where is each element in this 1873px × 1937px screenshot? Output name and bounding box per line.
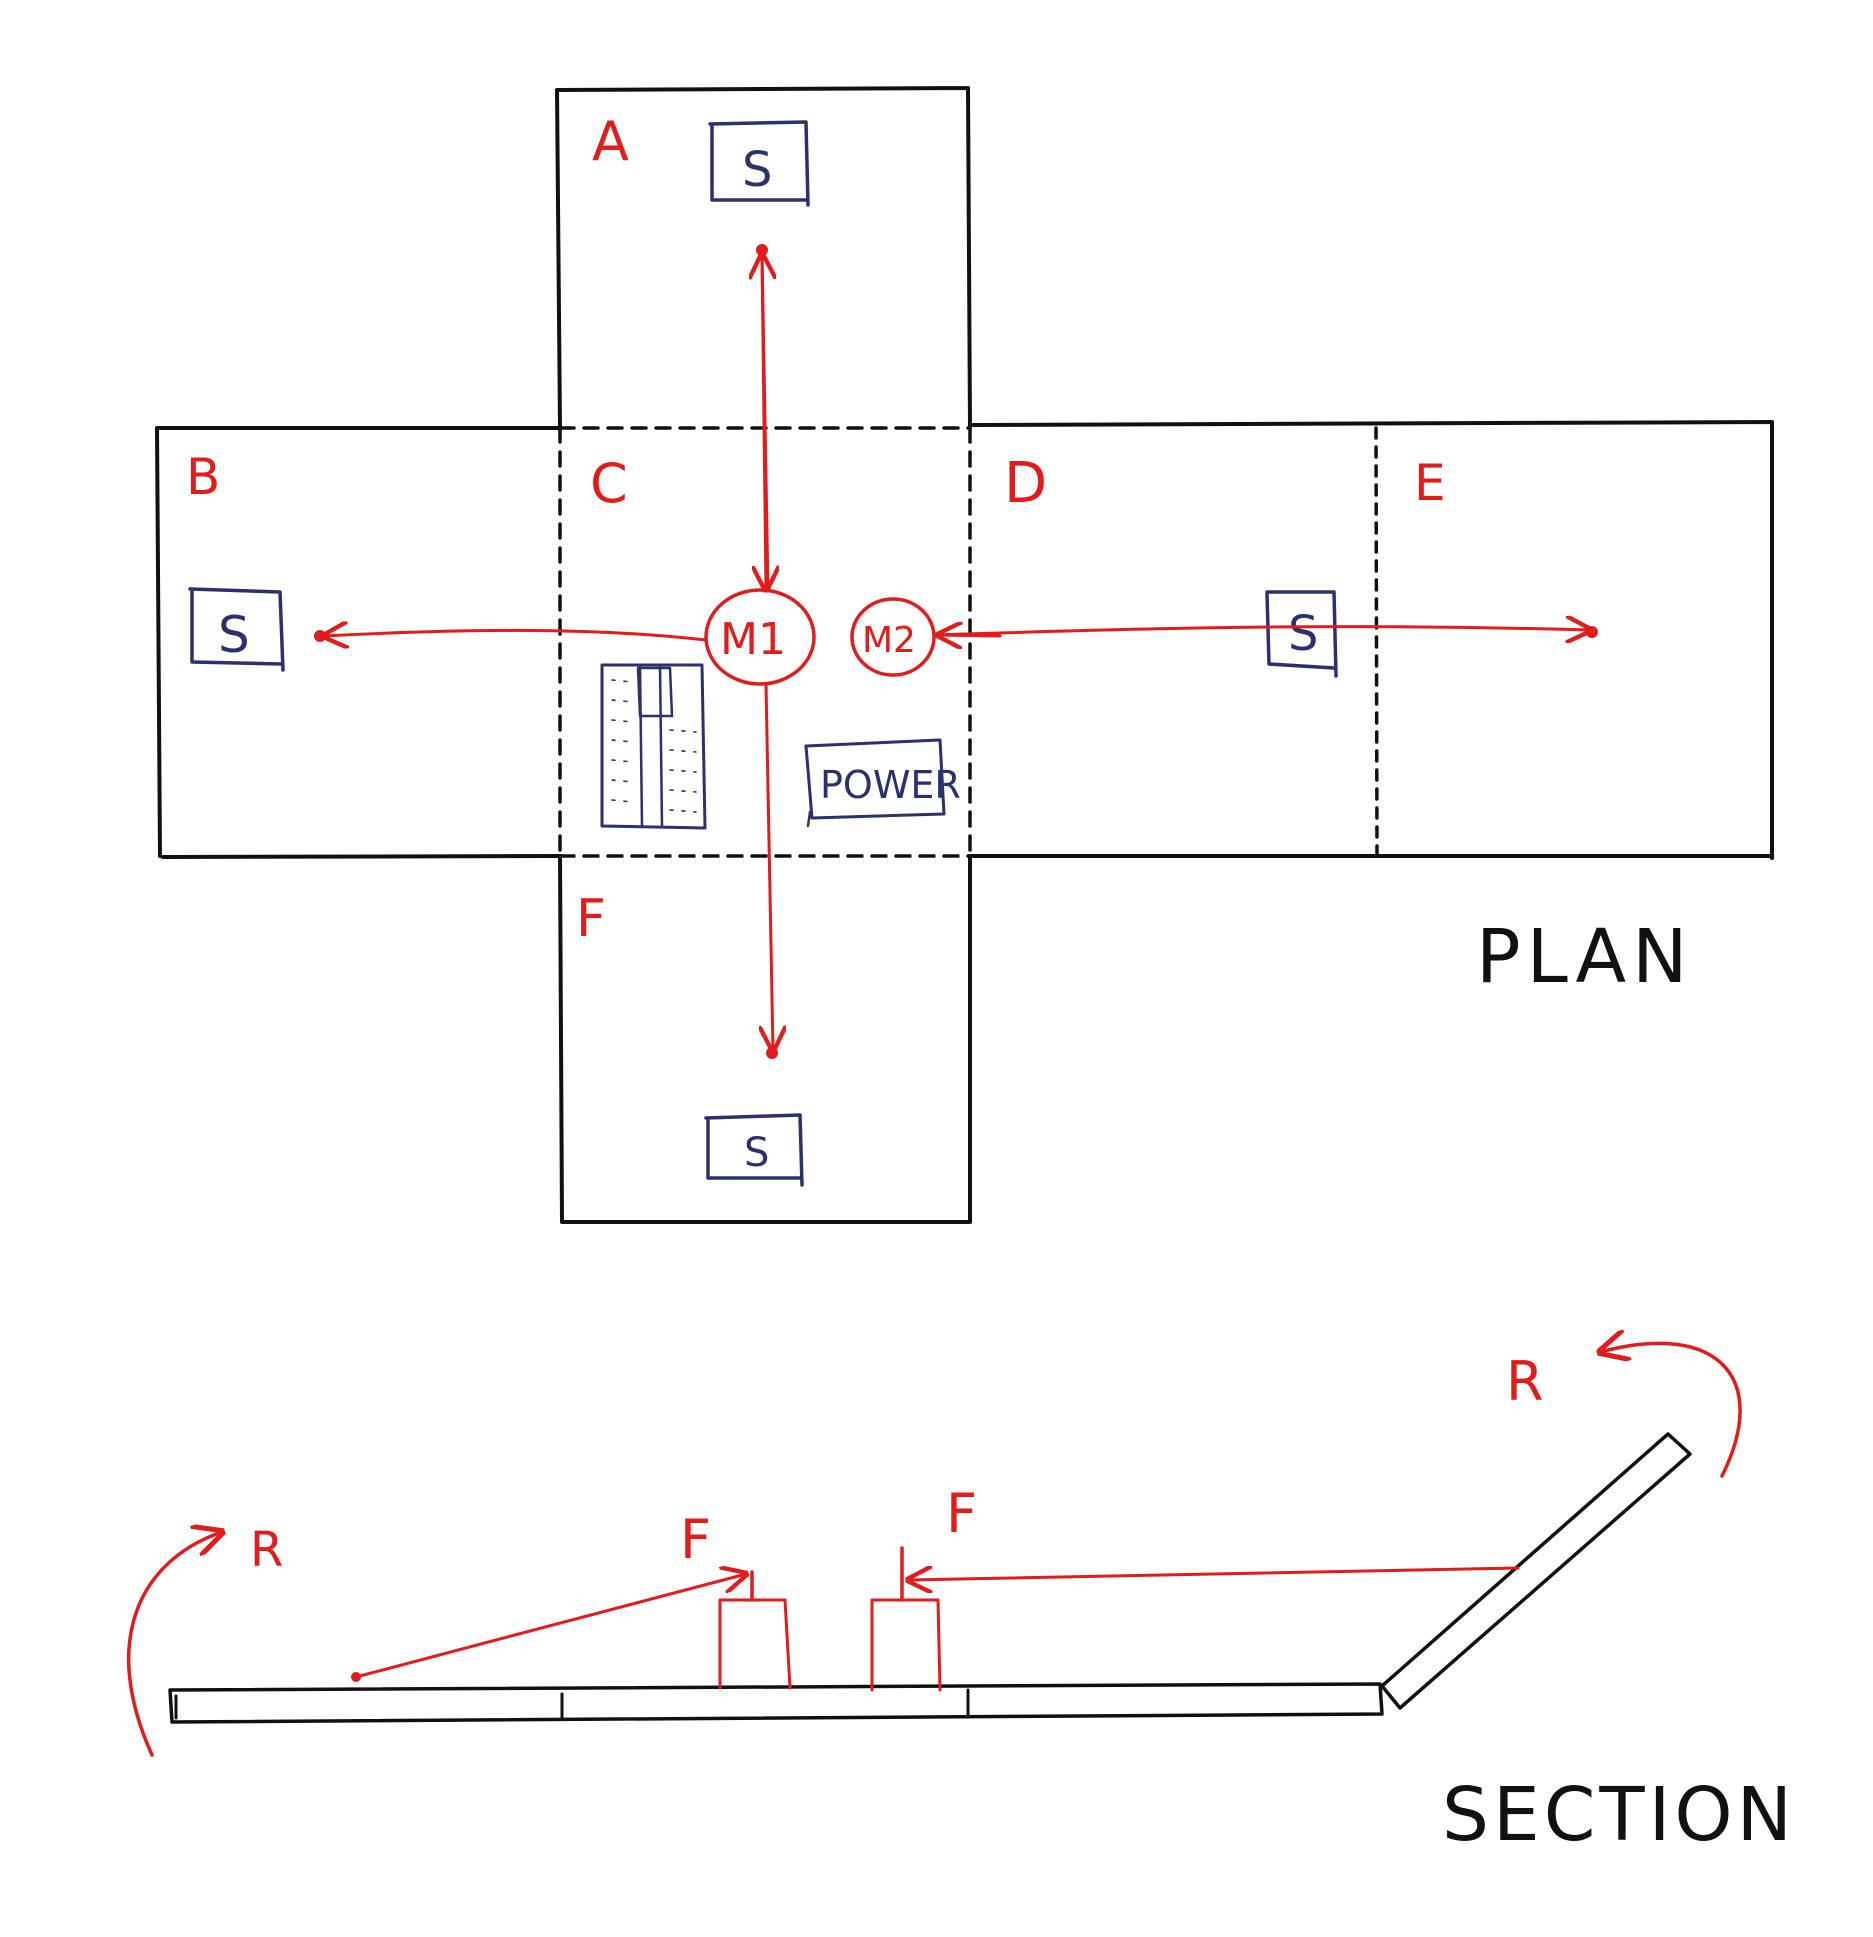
panel-label-e: E <box>1414 454 1446 512</box>
panel-de-outline <box>968 420 1774 860</box>
rotation-arrow-right <box>1600 1343 1742 1478</box>
force-anchor-left <box>351 1672 361 1682</box>
motor-m2-label: M2 <box>862 620 916 661</box>
section-panel-joints <box>174 1688 970 1720</box>
panel-label-a: A <box>592 110 629 173</box>
panel-b-outline <box>155 426 562 859</box>
section-base-board <box>168 1682 1384 1724</box>
motor-m1: M1 <box>704 588 816 686</box>
anchor-point-e <box>1586 626 1598 638</box>
section-title: SECTION <box>1442 1772 1796 1858</box>
sensor-d: S <box>1265 590 1338 678</box>
string-to-b <box>324 630 708 640</box>
rotation-label-left: R <box>250 1522 283 1578</box>
sensor-label: S <box>744 1130 769 1176</box>
string-to-e <box>932 627 1590 635</box>
anchor-point-a <box>756 244 768 256</box>
rotation-arrow-left <box>127 1532 222 1757</box>
section-motor-block-1 <box>718 1598 792 1690</box>
sensor-label: S <box>218 606 250 664</box>
panel-label-b: B <box>186 448 220 506</box>
panel-a-outline <box>555 86 972 430</box>
panel-label-f: F <box>576 889 606 949</box>
sensor-label: S <box>1288 606 1318 662</box>
section-view: F F R R SECTION <box>127 1343 1796 1858</box>
panel-f-outline <box>558 854 972 1224</box>
force-label-left: F <box>680 1508 711 1571</box>
motor-m1-label: M1 <box>720 614 786 665</box>
string-to-f <box>766 682 773 1050</box>
force-line-left <box>354 1574 746 1679</box>
panel-label-d: D <box>1004 451 1047 516</box>
power-supply-box: POWER <box>804 738 961 828</box>
section-force-stubs <box>750 1546 904 1602</box>
rotation-label-right: R <box>1506 1350 1544 1413</box>
sensor-label: S <box>742 142 772 198</box>
section-raised-panel <box>1380 1432 1692 1710</box>
plan-view: A B C D E F S S S S <box>155 86 1774 1224</box>
section-motor-block-2 <box>870 1598 942 1692</box>
sensor-a: S <box>708 120 810 207</box>
panel-label-c: C <box>590 452 628 515</box>
power-label: POWER <box>820 763 961 807</box>
fold-line-de <box>1374 426 1379 858</box>
force-line-right <box>908 1568 1520 1580</box>
string-to-m2 <box>938 635 1002 636</box>
anchor-point-f <box>766 1047 778 1059</box>
anchor-point-b <box>314 630 326 642</box>
sensor-f: S <box>704 1113 804 1187</box>
force-label-right: F <box>946 1482 977 1545</box>
sensor-b: S <box>188 587 285 672</box>
plan-title: PLAN <box>1476 914 1694 1000</box>
motor-m2: M2 <box>850 597 936 677</box>
breadboard-icon <box>600 663 707 830</box>
string-from-a-arrow <box>762 253 766 590</box>
